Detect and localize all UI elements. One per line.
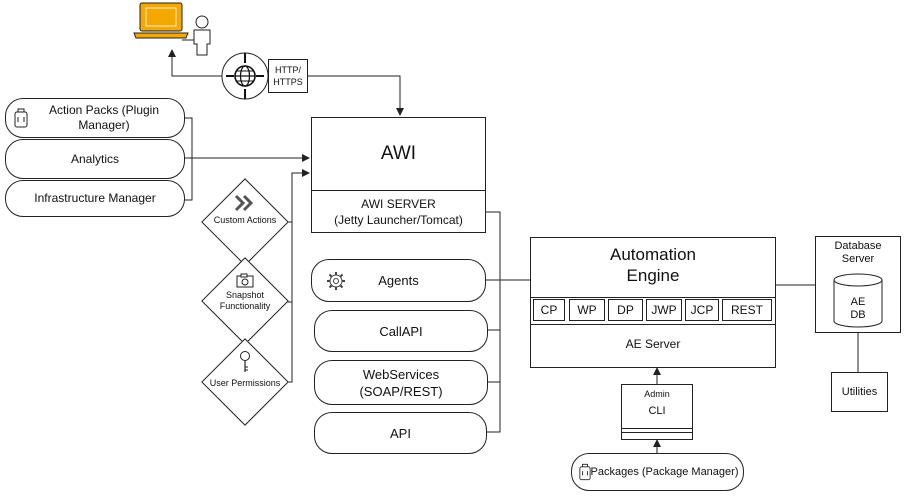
- api-label: API: [390, 425, 411, 441]
- awi-server-label: AWI SERVER (Jetty Launcher/Tomcat): [312, 196, 485, 228]
- snapshot-label-1: Snapshot: [225, 290, 265, 300]
- key-icon: [240, 351, 250, 372]
- api-module[interactable]: API: [314, 412, 487, 454]
- connector-features-to-awi: [291, 169, 310, 222]
- agents-module[interactable]: Agents: [311, 259, 486, 302]
- camera-icon: [236, 273, 254, 288]
- process-row: [531, 297, 775, 325]
- package-icon: [14, 108, 28, 128]
- infrastructure-manager-module[interactable]: Infrastructure Manager: [5, 180, 185, 217]
- utilities-box[interactable]: Utilities: [831, 372, 888, 412]
- ae-server-label: AE Server: [625, 337, 681, 351]
- connector-globe-to-laptop: [168, 49, 222, 77]
- cli-divider-2: [622, 432, 692, 433]
- ae-db-line2: DB: [850, 309, 866, 321]
- admin-label: Admin: [644, 389, 670, 399]
- database-server-line2: Server: [841, 253, 875, 265]
- custom-actions-label: Custom Actions: [213, 215, 277, 225]
- analytics-module[interactable]: Analytics: [5, 139, 185, 179]
- snapshot-label-2: Functionality: [219, 301, 271, 311]
- http-protocol-box: HTTP/ HTTPS: [268, 59, 308, 93]
- database-server-line1: Database: [834, 240, 882, 252]
- action-packs-label-1: Action Packs (Plugin: [48, 103, 160, 117]
- laptop-icon: [133, 2, 189, 39]
- cli-divider-1: [622, 428, 692, 429]
- packages-label: Packages (Package Manager): [590, 465, 739, 478]
- engine-title-line2: Engine: [626, 266, 680, 285]
- process-rest[interactable]: REST: [722, 299, 772, 321]
- connector-interfaces: [486, 211, 501, 433]
- gear-icon: [326, 271, 346, 295]
- analytics-label: Analytics: [70, 151, 120, 166]
- snapshot-label: Snapshot Functionality: [200, 290, 290, 312]
- database-server-title: Database Server: [816, 240, 900, 266]
- chevrons-icon: [234, 194, 254, 212]
- process-jcp[interactable]: JCP: [685, 299, 719, 321]
- admin-cli-box[interactable]: Admin CLI: [621, 384, 693, 440]
- database-server-box[interactable]: Database Server AE DB: [815, 236, 901, 333]
- ae-db-label: AE DB: [816, 296, 900, 322]
- globe-icon: [221, 52, 269, 100]
- packages-module[interactable]: Packages (Package Manager): [571, 453, 744, 491]
- user-permissions-label: User Permissions: [209, 378, 281, 388]
- webservices-label-1: WebServices: [362, 366, 440, 382]
- webservices-module[interactable]: WebServices (SOAP/REST): [314, 360, 488, 405]
- process-cp[interactable]: CP: [533, 299, 565, 321]
- cli-label: CLI: [648, 405, 666, 417]
- connector-globe-to-awi: [268, 75, 404, 116]
- package-icon: [579, 463, 591, 486]
- callapi-label: CallAPI: [379, 323, 423, 339]
- awi-divider: [312, 190, 485, 191]
- user-icon: [182, 15, 211, 56]
- utilities-label: Utilities: [841, 386, 878, 398]
- callapi-module[interactable]: CallAPI: [314, 310, 488, 352]
- http-label: HTTP/: [275, 65, 301, 75]
- webservices-label-2: (SOAP/REST): [359, 383, 443, 399]
- connector-left-modules: [180, 117, 193, 201]
- action-packs-module[interactable]: Action Packs (Plugin Manager): [5, 98, 185, 138]
- awi-box[interactable]: AWI AWI SERVER (Jetty Launcher/Tomcat): [311, 117, 486, 233]
- process-dp[interactable]: DP: [608, 299, 643, 321]
- awi-server-line2: (Jetty Launcher/Tomcat): [334, 213, 463, 227]
- agents-label: Agents: [378, 273, 419, 288]
- awi-title: AWI: [380, 143, 417, 164]
- ae-db-line1: AE: [850, 296, 866, 308]
- action-packs-label-2: Manager): [78, 118, 130, 132]
- awi-server-line1: AWI SERVER: [361, 197, 436, 211]
- engine-title-line1: Automation: [610, 245, 696, 264]
- process-jwp[interactable]: JWP: [646, 299, 682, 321]
- database-cylinder-icon: [833, 273, 883, 328]
- engine-title: Automation Engine: [531, 244, 775, 286]
- infrastructure-manager-label: Infrastructure Manager: [34, 191, 156, 205]
- https-label: HTTPS: [273, 77, 303, 87]
- process-wp[interactable]: WP: [569, 299, 605, 321]
